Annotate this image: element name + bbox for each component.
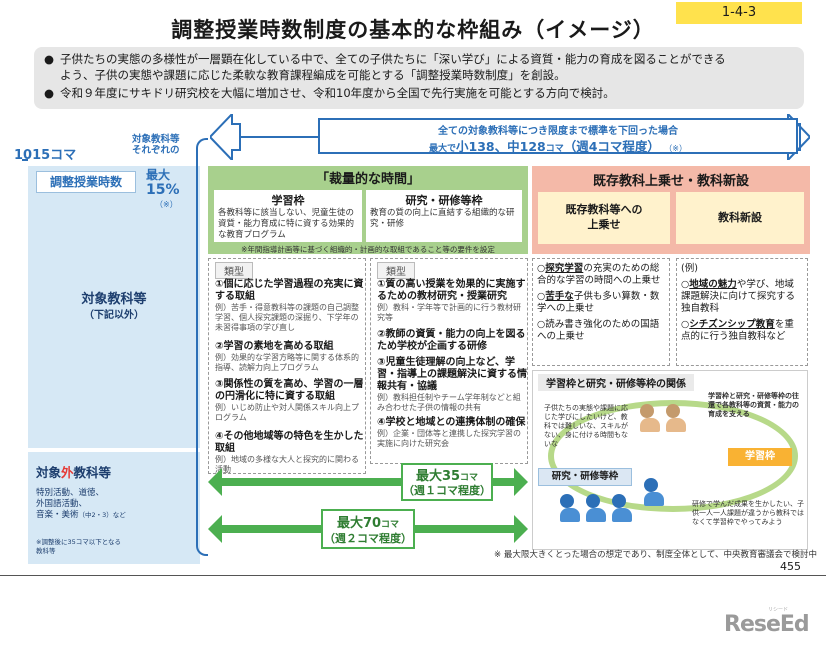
top-arrow-max: 最大で小138、中128コマ（週4コマ程度） （※）	[429, 139, 687, 154]
teachers-illustration	[560, 494, 632, 522]
cycle-arrow	[548, 400, 798, 512]
left-brace	[196, 138, 208, 556]
teacher-icon	[644, 478, 658, 492]
outside-subjects-area	[28, 452, 200, 564]
arrow-70-max: 最大70コマ	[336, 516, 400, 531]
target-subjects-label: 対象教科等	[81, 292, 147, 307]
slide: 1-4-3 調整授業時数制度の基本的な枠組み（イメージ） ●子供たちの実態の多様…	[14, 2, 817, 573]
total-bracket	[22, 159, 28, 545]
bullet-icon: ●	[44, 52, 55, 66]
research-type-1: ①質の高い授業を効果的に実施するための教材研究・授業研究例）教科・学年等で計画的…	[377, 279, 526, 322]
new-subject-examples: (例) ○地域の魅力や学び、地域課題解決に向けて探究する独自教科 ○シチズンシッ…	[676, 258, 808, 366]
arrow-35-weekly: （週１コマ程度）	[403, 484, 491, 497]
new-subject-example-1: ○地域の魅力や学び、地域課題解決に向けて探究する独自教科	[681, 279, 796, 314]
student-icon	[666, 404, 680, 418]
new-subject-example-2: ○シチズンシップ教育を重点的に行う独自教科など	[681, 319, 794, 342]
research-type-3: ③児童生徒理解の向上など、学習・指導上の課題解決に資する情報共有・協議例）教科担…	[377, 357, 527, 412]
learning-types-column: 類型 ①個に応じた学習過程の充実に資する取組例）苦手・得意教科等の課題の自己調整…	[208, 258, 366, 474]
discretionary-footnote: ※年間指導計画等に基づく組織的・計画的な取組であること等の要件を設定	[241, 245, 495, 254]
discretionary-time-title: 「裁量的な時間」	[315, 172, 420, 187]
relation-text-result: 研修で学んだ成果を生かしたい、子供一人一人課題が違うから教科ではなくて学習枠でや…	[692, 500, 804, 526]
page-number: 455	[780, 560, 801, 573]
bottom-note: ※ 最大限大きくとった場合の想定であり、制度全体として、中央教育審議会で検討中	[494, 550, 817, 560]
divider-line	[0, 575, 826, 576]
research-type-2: ②教師の資質・能力の向上を図るため学校が企画する研修	[377, 329, 526, 352]
intro-box: ●子供たちの実態の多様性が一層顕在化している中で、全ての子供たちに「深い学び」に…	[34, 47, 804, 109]
research-type-4: ④学校と地域との連携体制の確保例）企業・団体等と連携した探究学習の実施に向けた研…	[377, 417, 526, 448]
relation-text-teacher: 子供たちの実態や課題に応じた学びにしたいけど、教科では難しいな、スキルがない、身…	[544, 404, 628, 448]
add-on-examples: ○探究学習の充実のための総合的な学習の時間への上乗せ ○苦手な子供も多い算数・数…	[532, 258, 670, 366]
outside-subjects-list: 特別活動、道徳、 外国語活動、 音楽・美術（中2・3）など	[36, 488, 126, 520]
total-koma: 1015コマ	[14, 148, 77, 163]
teacher-icon	[560, 494, 574, 508]
research-types-column: 類型 ①質の高い授業を効果的に実施するための教材研究・授業研究例）教科・学年等で…	[370, 258, 528, 464]
arrow-35-max: 最大35コマ	[415, 469, 479, 484]
learning-type-1: ①個に応じた学習過程の充実に資する取組例）苦手・得意教科等の課題の自己調整学習、…	[215, 279, 364, 332]
student-icon	[640, 404, 654, 418]
new-subject-box: 教科新設	[676, 192, 804, 244]
max-15-note: （※）	[155, 200, 178, 209]
research-frame-box: 研究・研修等枠 教育の質の向上に直結する組織的な研究・研修	[366, 190, 522, 242]
research-frame-tag: 研究・研修等枠	[538, 468, 632, 486]
top-arrow-condition: 全ての対象教科等につき限度まで標準を下回った場合	[438, 126, 678, 137]
add-to-existing-box: 既存教科等への上乗せ	[538, 192, 670, 244]
learning-frame-box: 学習枠 各教科等に該当しない、児童生徒の資質・能力育成に特に資する効果的な教育プ…	[214, 190, 362, 242]
relation-text-cycle: 学習枠と研究・研修等枠の往還で各教科等の資質・能力の育成を支える	[708, 392, 799, 418]
add-on-example-2: ○苦手な子供も多い算数・数学への上乗せ	[537, 291, 660, 314]
intro-line-3: ●令和９年度にサキドリ研究校を大幅に増加させ、令和10年度から全国で先行実施を可…	[44, 86, 615, 100]
students-illustration	[640, 404, 686, 432]
teacher-icon	[586, 494, 600, 508]
new-subject-example-head: (例)	[681, 263, 698, 274]
learning-type-3: ③関係性の質を高め、学習の一層の円滑化に特に資する取組例）いじめ防止や対人関係ス…	[215, 379, 364, 422]
learning-type-2: ②学習の素地を高める取組例）効果的な学習方略等に関する体系的指導、読解力向上プロ…	[215, 341, 359, 372]
outside-subjects-title: 対象外教科等	[36, 465, 112, 480]
arrow-70-weekly: （週２コマ程度）	[324, 532, 412, 545]
bullet-icon: ●	[44, 86, 55, 100]
max-word: 最大	[146, 168, 171, 182]
target-subjects-area	[28, 166, 200, 448]
relation-title: 学習枠と研究・研修等枠の関係	[538, 374, 694, 391]
add-on-example-3: ○読み書き強化のための国語への上乗せ	[537, 319, 660, 342]
existing-subjects-title: 既存教科上乗せ・教科新設	[592, 174, 749, 189]
target-subjects-sub: （下記以外）	[84, 310, 144, 321]
arrow-35-koma	[208, 463, 528, 501]
slide-number: 1-4-3	[676, 2, 802, 24]
learning-type-4: ④その他地域等の特色を生かした取組例）地域の多様な大人と探究的に関わる活動	[215, 431, 364, 474]
intro-line-1: ●子供たちの実態の多様性が一層顕在化している中で、全ての子供たちに「深い学び」に…	[44, 52, 726, 66]
learning-frame-tag: 学習枠	[728, 448, 792, 466]
arrow-70-koma	[208, 509, 528, 549]
watermark-logo: ReseEd	[724, 612, 810, 637]
teacher-icon	[612, 494, 626, 508]
max-15-percent: 15%	[146, 182, 180, 198]
per-subject-label: 対象教科等それぞれの	[132, 134, 180, 156]
watermark-kana: リシード	[768, 607, 789, 613]
add-on-example-1: ○探究学習の充実のための総合的な学習の時間への上乗せ	[537, 263, 661, 286]
adjustment-hours-label: 調整授業時数	[36, 171, 136, 193]
top-arrow-box	[318, 118, 798, 154]
page-title: 調整授業時数制度の基本的な枠組み（イメージ）	[171, 18, 655, 42]
intro-line-2: よう、子供の実態や課題に応じた柔軟な教育課程編成を可能とする「調整授業時数制度」…	[60, 68, 566, 82]
teacher-figure	[644, 478, 664, 506]
outside-subjects-note: ※調整後に35コマ以下となる 教科等	[36, 538, 122, 555]
